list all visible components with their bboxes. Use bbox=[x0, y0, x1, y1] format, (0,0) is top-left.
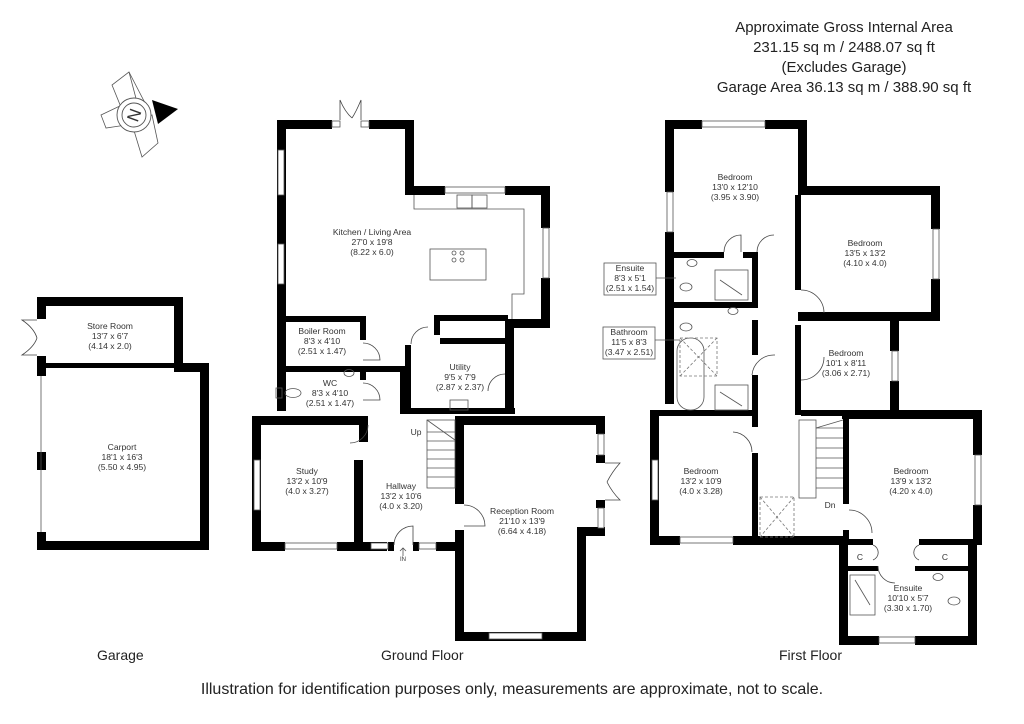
bedroom5-metric: (4.20 x 4.0) bbox=[889, 486, 933, 496]
boiler-room-metric: (2.51 x 1.47) bbox=[298, 346, 346, 356]
area-note: (Excludes Garage) bbox=[781, 59, 907, 76]
bedroom5-imperial: 13'9 x 13'2 bbox=[890, 476, 931, 486]
ensuite2-imperial: 10'10 x 5'7 bbox=[887, 593, 928, 603]
utility-metric: (2.87 x 2.37) bbox=[436, 382, 484, 392]
cupboard-right-label: C bbox=[942, 552, 948, 562]
bedroom5-name: Bedroom bbox=[894, 466, 929, 476]
store-room-name: Store Room bbox=[87, 321, 133, 331]
ensuite1-imperial: 8'3 x 5'1 bbox=[614, 273, 646, 283]
garage-plan: Store Room 13'7 x 6'7 (4.14 x 2.0) Carpo… bbox=[20, 297, 209, 550]
carport-metric: (5.50 x 4.95) bbox=[98, 462, 146, 472]
hallway-metric: (4.0 x 3.20) bbox=[379, 501, 423, 511]
store-room-metric: (4.14 x 2.0) bbox=[88, 341, 132, 351]
bathroom-label-box bbox=[602, 326, 656, 360]
floor-label-garage: Garage bbox=[97, 647, 144, 663]
boiler-room-imperial: 8'3 x 4'10 bbox=[304, 336, 340, 346]
bedroom3-imperial: 10'1 x 8'11 bbox=[826, 358, 867, 368]
bathroom-metric: (3.47 x 2.51) bbox=[605, 347, 653, 357]
reception-name: Reception Room bbox=[490, 506, 554, 516]
store-room-imperial: 13'7 x 6'7 bbox=[92, 331, 128, 341]
ensuite2-metric: (3.30 x 1.70) bbox=[884, 603, 932, 613]
stairs-down-label: Dn bbox=[825, 500, 836, 510]
study-name: Study bbox=[296, 466, 319, 476]
boiler-room-name: Boiler Room bbox=[298, 326, 345, 336]
area-title: Approximate Gross Internal Area bbox=[735, 19, 953, 36]
bedroom4-metric: (4.0 x 3.28) bbox=[679, 486, 723, 496]
kitchen-name: Kitchen / Living Area bbox=[333, 227, 412, 237]
ground-floor-plan: Kitchen / Living Area 27'0 x 19'8 (8.22 … bbox=[252, 99, 621, 641]
compass-letter: N bbox=[123, 106, 145, 124]
carport-imperial: 18'1 x 16'3 bbox=[101, 452, 142, 462]
bedroom4-imperial: 13'2 x 10'9 bbox=[680, 476, 721, 486]
disclaimer: Illustration for identification purposes… bbox=[200, 681, 824, 698]
floor-label-ground: Ground Floor bbox=[381, 647, 464, 663]
area-main: 231.15 sq m / 2488.07 sq ft bbox=[753, 39, 935, 56]
utility-name: Utility bbox=[449, 362, 471, 372]
bedroom1-metric: (3.95 x 3.90) bbox=[711, 192, 759, 202]
wc-imperial: 8'3 x 4'10 bbox=[312, 388, 348, 398]
stairs-up-label: Up bbox=[411, 427, 422, 437]
ensuite2-name: Ensuite bbox=[894, 583, 923, 593]
utility-imperial: 9'5 x 7'9 bbox=[444, 372, 476, 382]
bathroom-imperial: 11'5 x 8'3 bbox=[611, 337, 647, 347]
bedroom3-metric: (3.06 x 2.71) bbox=[822, 368, 870, 378]
wc-name: WC bbox=[323, 378, 337, 388]
bedroom1-name: Bedroom bbox=[718, 172, 753, 182]
bathroom-name: Bathroom bbox=[610, 327, 647, 337]
first-floor-plan: Bedroom 13'0 x 12'10 (3.95 x 3.90) Bedro… bbox=[602, 120, 982, 645]
compass-north-icon: N bbox=[100, 71, 178, 158]
ensuite1-label-box bbox=[603, 262, 657, 296]
gross-internal-area: Approximate Gross Internal Area 231.15 s… bbox=[684, 18, 1004, 98]
bedroom2-imperial: 13'5 x 13'2 bbox=[844, 248, 885, 258]
hallway-imperial: 13'2 x 10'6 bbox=[380, 491, 421, 501]
study-imperial: 13'2 x 10'9 bbox=[286, 476, 327, 486]
kitchen-imperial: 27'0 x 19'8 bbox=[351, 237, 392, 247]
reception-imperial: 21'10 x 13'9 bbox=[499, 516, 545, 526]
cupboard-left-label: C bbox=[857, 552, 863, 562]
bedroom2-metric: (4.10 x 4.0) bbox=[843, 258, 887, 268]
study-metric: (4.0 x 3.27) bbox=[285, 486, 329, 496]
wc-metric: (2.51 x 1.47) bbox=[306, 398, 354, 408]
bedroom1-imperial: 13'0 x 12'10 bbox=[712, 182, 758, 192]
ensuite1-name: Ensuite bbox=[616, 263, 645, 273]
bedroom3-name: Bedroom bbox=[829, 348, 864, 358]
ensuite1-metric: (2.51 x 1.54) bbox=[606, 283, 654, 293]
entrance-label: IN bbox=[400, 557, 406, 563]
bedroom4-name: Bedroom bbox=[684, 466, 719, 476]
carport-name: Carport bbox=[108, 442, 137, 452]
kitchen-metric: (8.22 x 6.0) bbox=[350, 247, 394, 257]
garage-area: Garage Area 36.13 sq m / 388.90 sq ft bbox=[716, 79, 972, 96]
reception-metric: (6.64 x 4.18) bbox=[498, 526, 546, 536]
bedroom2-name: Bedroom bbox=[848, 238, 883, 248]
hallway-name: Hallway bbox=[386, 481, 417, 491]
floor-label-first: First Floor bbox=[779, 647, 842, 663]
